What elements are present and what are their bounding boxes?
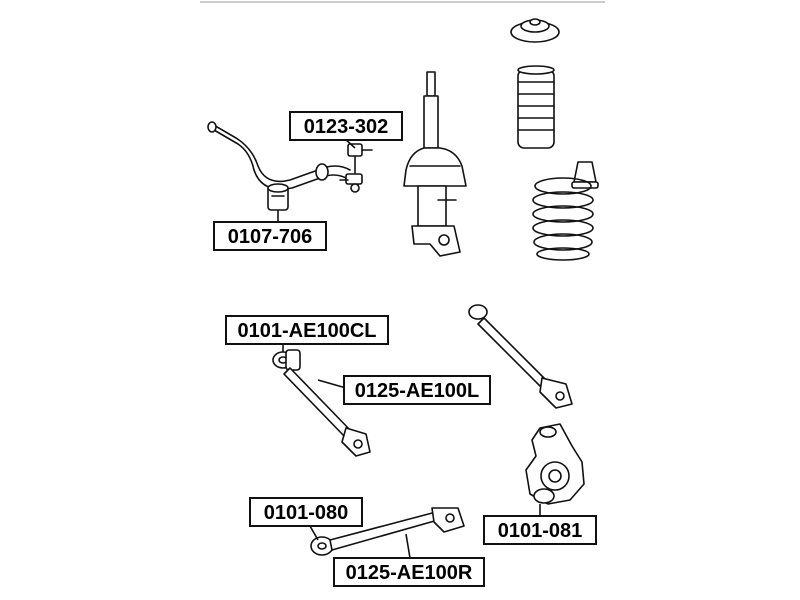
stabilizer-link-drawing (339, 143, 373, 193)
label-0125-AE100R: 0125-AE100R (333, 557, 485, 587)
stabilizer-bushing-drawing (267, 183, 289, 211)
label-0101-081: 0101-081 (483, 515, 597, 545)
label-0101-080: 0101-080 (249, 497, 363, 527)
label-0107-706: 0107-706 (213, 221, 327, 251)
dust-boot-drawing (517, 65, 555, 149)
label-text-control-arm-left: 0125-AE100L (355, 380, 480, 402)
label-text-control-arm-right: 0125-AE100R (346, 562, 473, 584)
label-0101-AE100CL: 0101-AE100CL (225, 315, 389, 345)
label-0125-AE100L: 0125-AE100L (343, 375, 491, 405)
label-text-arm-bushing-left: 0101-AE100CL (238, 320, 377, 342)
label-text-stabilizer-link: 0123-302 (304, 116, 389, 138)
upper-control-arm-drawing (468, 304, 573, 409)
lower-control-arm-drawing (310, 507, 465, 556)
leader-lines (277, 137, 541, 559)
left-control-arm-drawing (272, 349, 371, 457)
coil-spring-drawing (532, 177, 594, 261)
stabilizer-bar-drawing (207, 121, 351, 190)
label-text-knuckle-bushing: 0101-081 (498, 520, 583, 542)
bump-stop-drawing (571, 161, 599, 189)
label-text-stabilizer-bushing: 0107-706 (228, 226, 313, 248)
label-text-arm-bushing: 0101-080 (264, 502, 349, 524)
label-0123-302: 0123-302 (289, 111, 403, 141)
strut-mount-drawing (510, 18, 560, 43)
knuckle-drawing (525, 423, 585, 505)
strut-assembly-drawing (403, 71, 467, 257)
